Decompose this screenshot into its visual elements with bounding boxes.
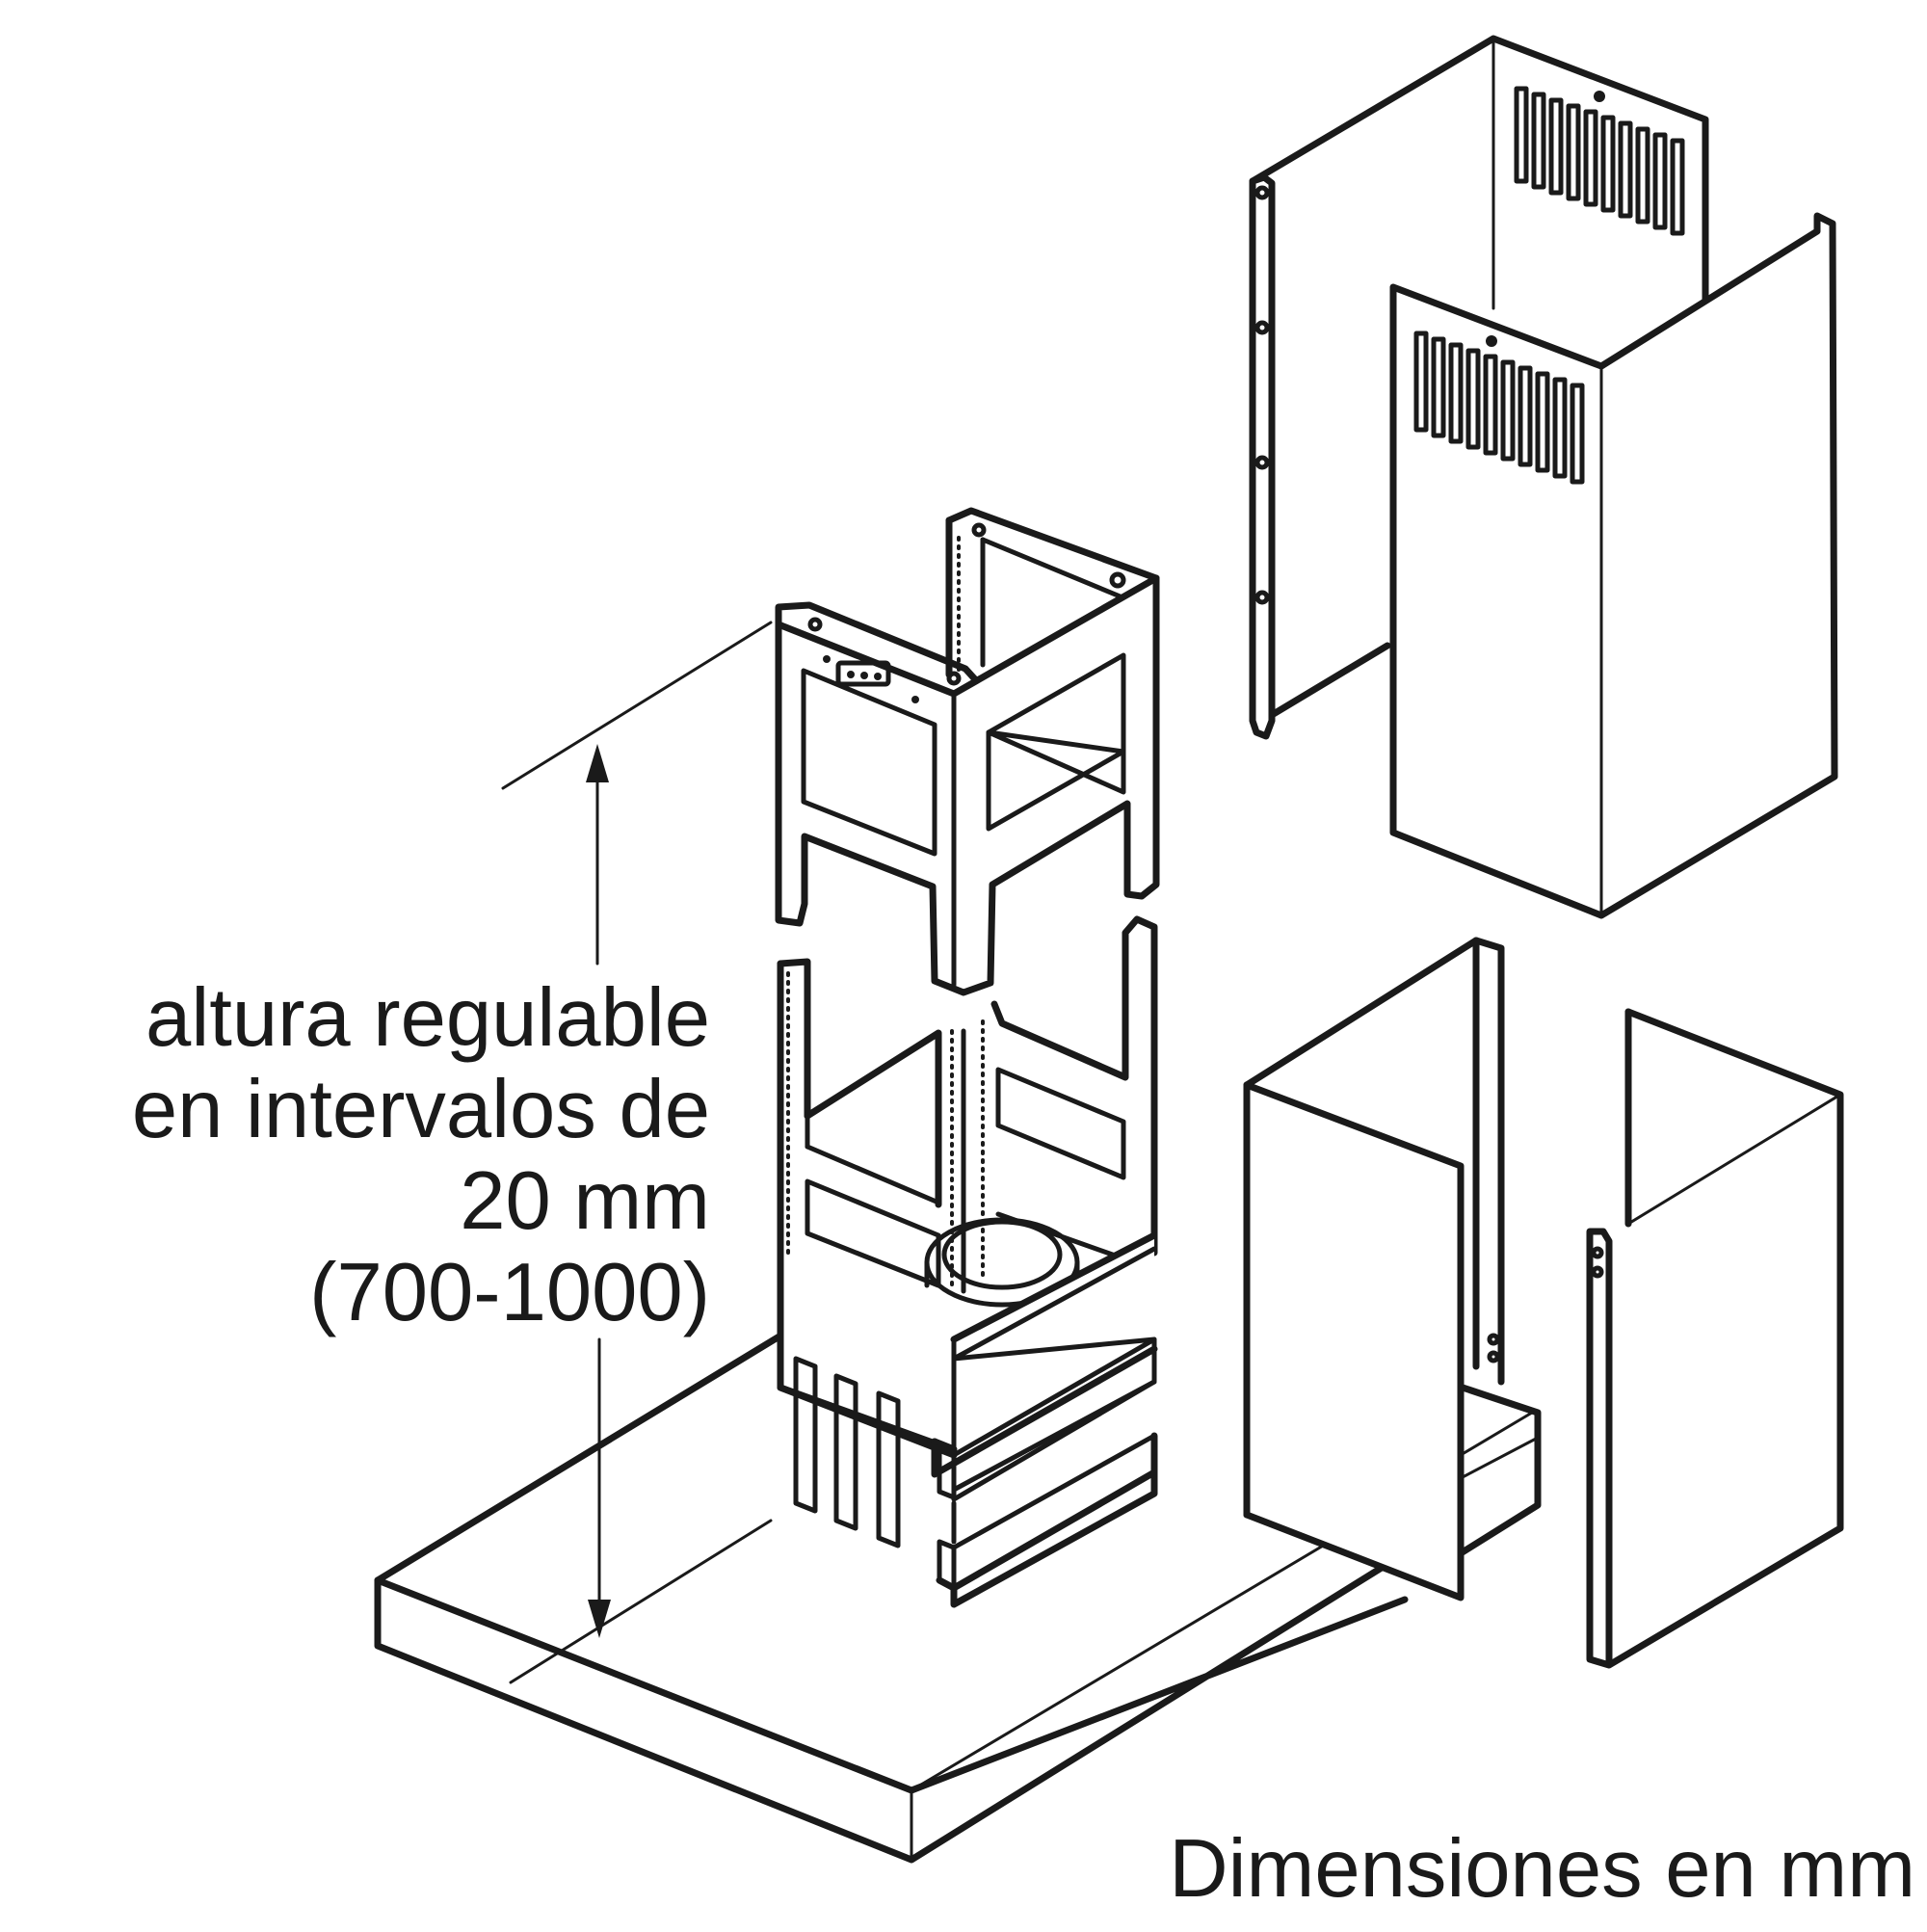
units-label: Dimensiones en mm — [1169, 1823, 1915, 1915]
top-extension-line — [501, 621, 773, 790]
screw-hole-icon — [1594, 91, 1605, 102]
vent-slot — [876, 1390, 901, 1548]
screw-hole-icon — [971, 522, 987, 538]
support-frame — [775, 507, 1160, 1696]
screw-hole-icon — [946, 671, 962, 686]
height-annotation: altura regulable en intervalos de 20 mm … — [132, 972, 710, 1338]
upper-chimney — [1249, 35, 1838, 919]
arrow-down-icon — [588, 1600, 611, 1638]
lower-frame — [777, 915, 1158, 1696]
vent-grille — [1514, 86, 1685, 236]
bottom-extension-line — [509, 1519, 773, 1684]
vent-slot — [833, 1373, 858, 1531]
lower-chimney — [1243, 937, 1844, 1669]
annotation-line-4: (700-1000) — [309, 1247, 710, 1338]
vent-slot — [793, 1356, 818, 1514]
annotation-line-1: altura regulable — [145, 972, 710, 1064]
upper-frame — [775, 507, 1160, 996]
height-dimension — [501, 621, 773, 1684]
screw-hole-icon — [807, 617, 823, 632]
vent-grille — [1413, 331, 1585, 485]
screw-hole-icon — [1109, 571, 1126, 589]
screw-hole-icon — [1486, 335, 1497, 347]
label-plate — [835, 660, 891, 687]
annotation-line-3: 20 mm — [460, 1155, 710, 1247]
arrow-up-icon — [586, 744, 609, 782]
annotation-line-2: en intervalos de — [132, 1064, 710, 1155]
